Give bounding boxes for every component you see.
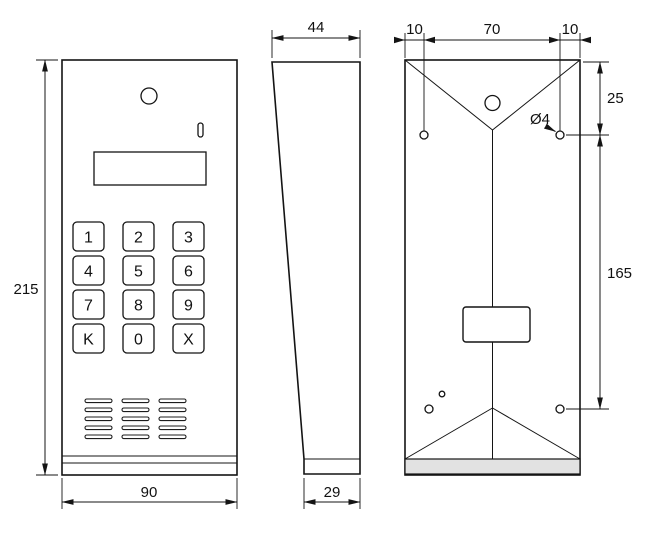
dimension-front-width: 90 — [61, 478, 238, 509]
key-4-label: 4 — [84, 264, 93, 281]
key-1-label: 1 — [84, 230, 93, 247]
back-bottom-v-left-line — [404, 407, 493, 460]
dim-back-left-offset-label: 10 — [406, 21, 423, 38]
back-view — [404, 59, 581, 476]
cable-entry-box — [462, 306, 531, 343]
dimension-back-top-chain: 10 70 10 — [394, 21, 591, 131]
speaker-grille — [84, 398, 187, 440]
key-7-label: 7 — [84, 298, 93, 315]
front-view: 1 2 3 4 5 6 — [61, 59, 238, 476]
key-6-label: 6 — [184, 264, 193, 281]
dimension-back-hole-spacing: 165 — [566, 134, 632, 410]
key-X-label: X — [183, 332, 194, 349]
key-0: 0 — [122, 323, 155, 354]
key-9: 9 — [172, 289, 205, 320]
dim-back-hole-spacing-label: 165 — [607, 265, 632, 282]
display-window — [93, 151, 207, 186]
mount-hole-bottom-left — [424, 404, 434, 414]
key-4: 4 — [72, 255, 105, 286]
side-profile-outline — [271, 61, 361, 475]
side-view — [271, 61, 361, 475]
dim-front-height-label: 215 — [13, 281, 38, 298]
dim-side-top-width-label: 44 — [308, 19, 325, 36]
front-panel-outline — [61, 59, 238, 476]
key-8: 8 — [122, 289, 155, 320]
dimension-front-height: 215 — [13, 59, 58, 476]
keypad: 1 2 3 4 5 6 — [72, 221, 205, 354]
dimension-side-bottom-width: 29 — [303, 478, 361, 509]
dimension-side-top-width: 44 — [271, 19, 361, 58]
dim-side-bottom-width-label: 29 — [324, 484, 341, 501]
back-top-v-right-line — [492, 59, 581, 131]
key-9-label: 9 — [184, 298, 193, 315]
mount-hole-bottom-right — [555, 404, 565, 414]
microphone-slot — [197, 122, 204, 138]
small-hole-bottom-left — [438, 390, 446, 398]
key-3: 3 — [172, 221, 205, 252]
key-1: 1 — [72, 221, 105, 252]
dim-back-right-offset-label: 10 — [562, 21, 579, 38]
key-5-label: 5 — [134, 264, 143, 281]
key-X: X — [172, 323, 205, 354]
key-5: 5 — [122, 255, 155, 286]
key-K-label: K — [83, 332, 94, 349]
key-8-label: 8 — [134, 298, 143, 315]
dim-back-center-width-label: 70 — [484, 21, 501, 38]
key-6: 6 — [172, 255, 205, 286]
back-bottom-band — [404, 458, 581, 475]
dim-hole-diameter-label: Ø4 — [530, 111, 550, 128]
key-0-label: 0 — [134, 332, 143, 349]
front-top-hole — [140, 87, 158, 105]
back-bottom-v-right-line — [492, 407, 581, 460]
key-7: 7 — [72, 289, 105, 320]
key-2: 2 — [122, 221, 155, 252]
key-3-label: 3 — [184, 230, 193, 247]
key-K: K — [72, 323, 105, 354]
dim-front-width-label: 90 — [141, 484, 158, 501]
back-top-v-left-line — [404, 59, 493, 131]
hole-diameter-callout: Ø4 — [530, 111, 556, 132]
back-top-hole — [484, 94, 501, 112]
dim-back-hole-top-offset-label: 25 — [607, 90, 624, 107]
key-2-label: 2 — [134, 230, 143, 247]
